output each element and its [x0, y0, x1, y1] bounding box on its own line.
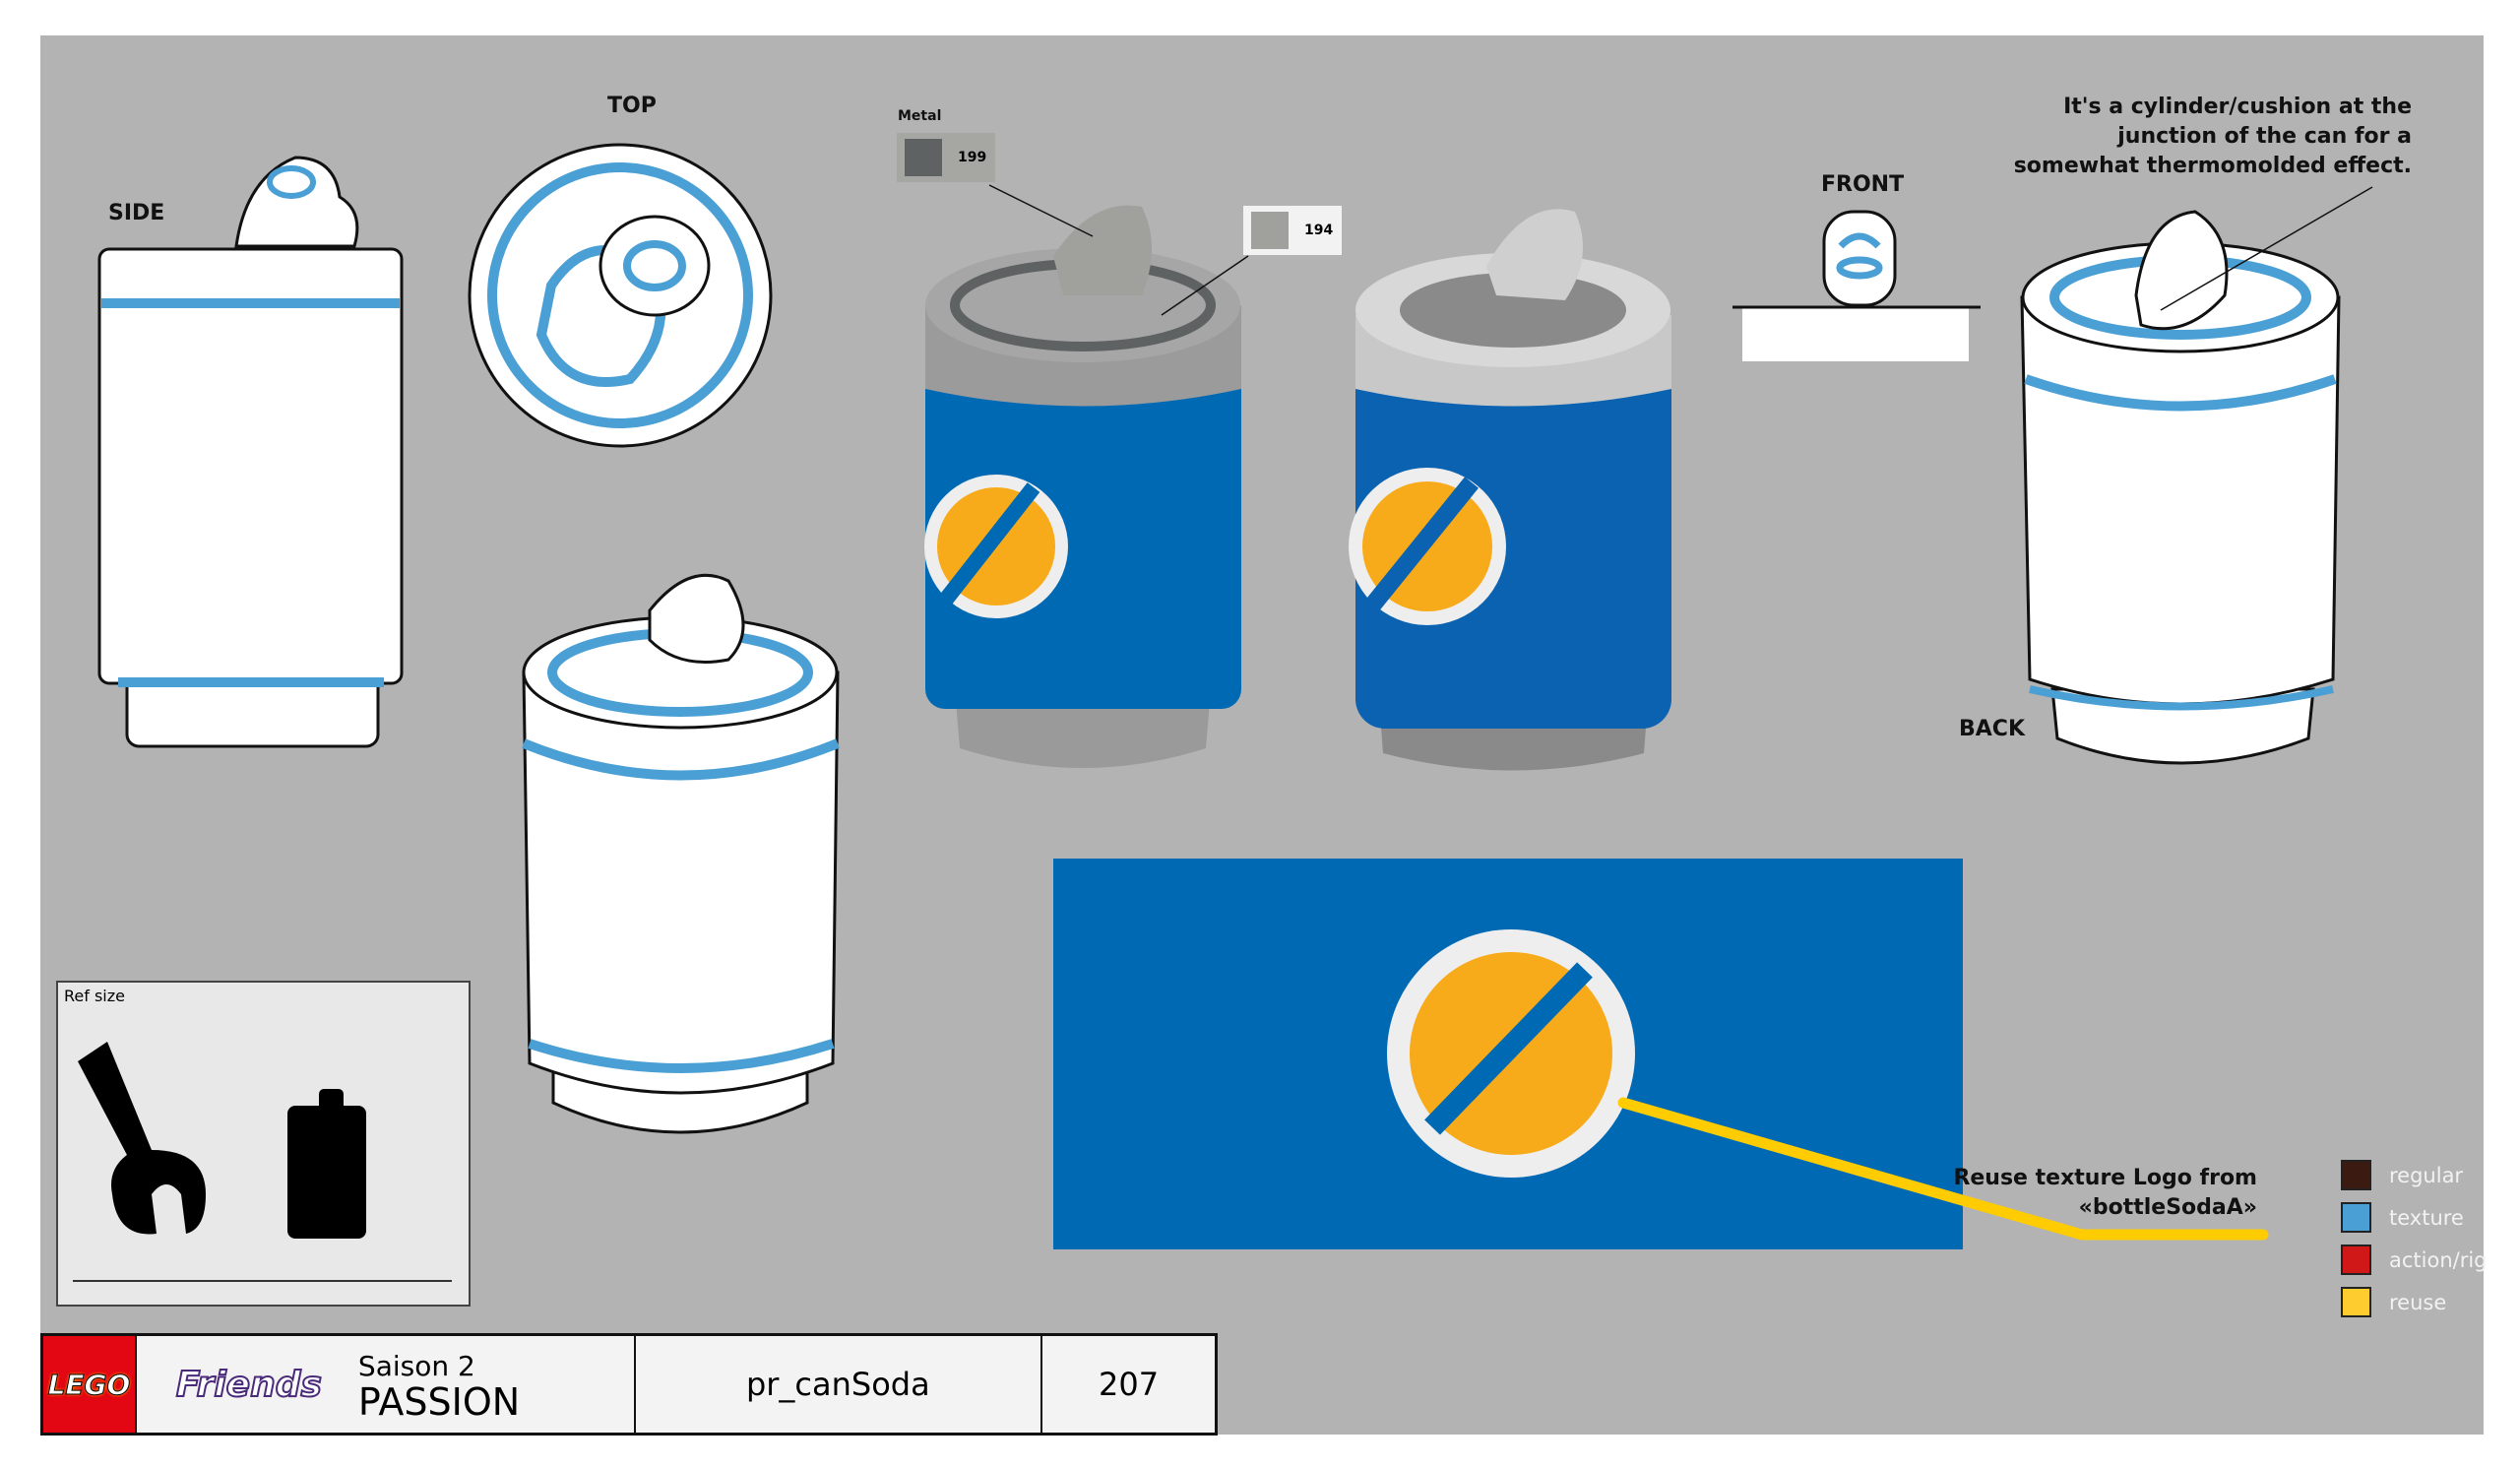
legend-item: reuse: [2341, 1281, 2488, 1323]
sheet-number: 207: [1099, 1366, 1160, 1403]
legend-item: action/rig: [2341, 1239, 2488, 1281]
metal-swatch-199: 199: [897, 133, 995, 182]
note-line: somewhat thermomolded effect.: [2013, 154, 2412, 178]
legend-label: reuse: [2389, 1290, 2447, 1314]
rendered-can: [1349, 209, 1671, 771]
friends-logo: Friends: [175, 1364, 323, 1406]
legend: regular texture action/rig reuse: [2341, 1154, 2488, 1323]
title-block: LEGO Friends Saison 2 PASSION pr_canSoda…: [40, 1333, 1218, 1436]
series-cell: Friends Saison 2 PASSION: [137, 1336, 636, 1433]
legend-item: texture: [2341, 1196, 2488, 1239]
ref-size-box: Ref size: [56, 981, 471, 1307]
metal-can-model: [924, 184, 1249, 768]
series-title: PASSION: [357, 1380, 521, 1424]
note-line: It's a cylinder/cushion at the: [2063, 95, 2412, 119]
legend-label: action/rig: [2389, 1247, 2488, 1272]
note-line: junction of the can for a: [2117, 124, 2412, 149]
side-view-can: [97, 156, 404, 748]
metal-swatch-194: 194: [1243, 206, 1342, 255]
back-view-label: BACK: [1959, 717, 2025, 741]
swatch-code: 194: [1304, 223, 1334, 238]
note-line: «bottleSodaA»: [2078, 1195, 2257, 1220]
note-line: Reuse texture Logo from: [1953, 1166, 2257, 1190]
asset-name: pr_canSoda: [636, 1336, 1043, 1433]
swatch-color: [1251, 212, 1289, 249]
legend-item: regular: [2341, 1154, 2488, 1196]
top-view-can: [468, 143, 773, 448]
logo-texture: [1053, 859, 2269, 1249]
back-view-can: [2020, 186, 2373, 765]
swatch-code: 199: [958, 150, 987, 165]
can-silhouette: [287, 1106, 366, 1239]
ref-silhouettes: [73, 1042, 452, 1282]
swatch-color: [905, 139, 942, 176]
cushion-note: It's a cylinder/cushion at the junction …: [2014, 93, 2412, 181]
top-view-label: TOP: [607, 94, 657, 118]
ref-size-label: Ref size: [64, 987, 125, 1005]
legend-swatch: [2341, 1202, 2371, 1233]
lego-logo: LEGO: [43, 1336, 137, 1433]
perspective-can: [522, 573, 840, 1134]
side-view-label: SIDE: [108, 201, 165, 225]
season-label: Saison 2: [357, 1350, 475, 1382]
reuse-note: Reuse texture Logo from «bottleSodaA»: [1953, 1164, 2257, 1223]
front-view-can: [1732, 210, 1981, 361]
minifig-hand-silhouette: [78, 1042, 206, 1235]
legend-label: texture: [2389, 1205, 2464, 1230]
front-view-label: FRONT: [1821, 172, 1905, 197]
legend-swatch: [2341, 1245, 2371, 1275]
metal-label: Metal: [898, 108, 942, 124]
legend-label: regular: [2389, 1163, 2464, 1187]
legend-swatch: [2341, 1287, 2371, 1317]
legend-swatch: [2341, 1160, 2371, 1190]
